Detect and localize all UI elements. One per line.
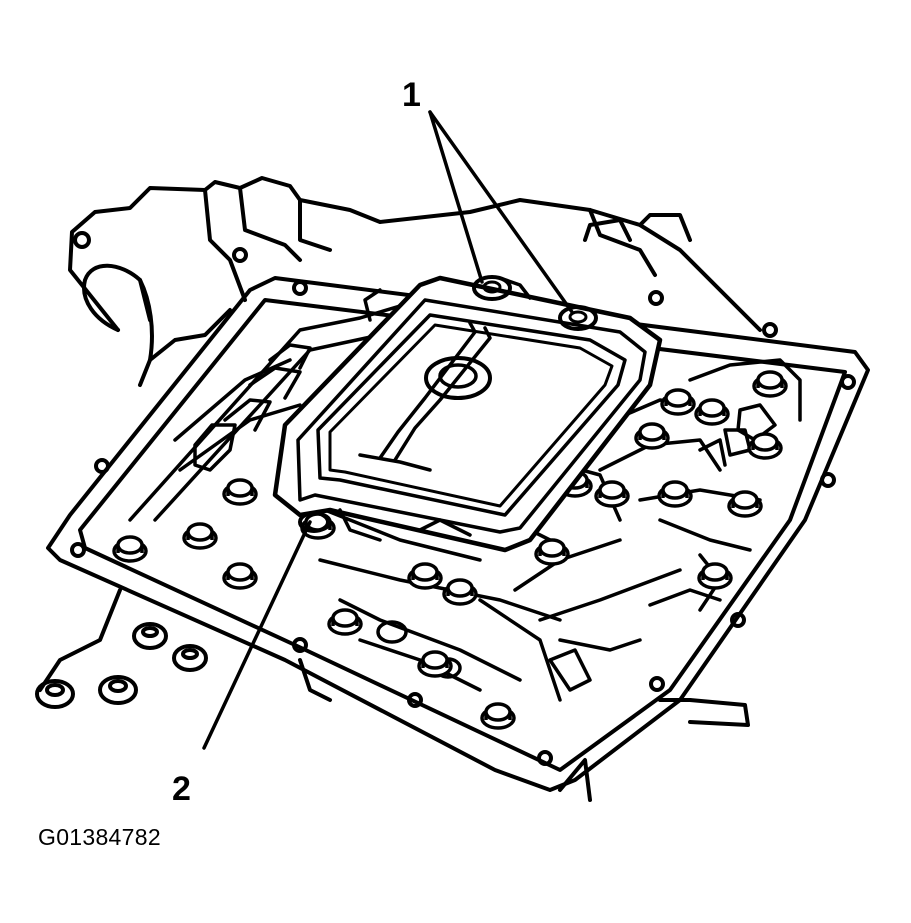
leader-line-2: [202, 520, 312, 750]
bolt: [222, 478, 258, 506]
leader-line-1b: [428, 110, 574, 314]
side-plugs: [35, 622, 208, 709]
bolt: [752, 370, 788, 398]
bolt: [697, 562, 733, 590]
oil-strainer: [272, 275, 663, 553]
bolt: [442, 578, 478, 606]
bolt: [417, 650, 453, 678]
bolt: [634, 422, 670, 450]
callout-1-label: 1: [402, 76, 421, 114]
bolt: [407, 562, 443, 590]
callout-2-label: 2: [172, 770, 191, 808]
leader-line-1a: [428, 110, 484, 284]
bolt: [480, 702, 516, 730]
transmission-case: [68, 176, 762, 387]
figure-code: G01384782: [38, 824, 161, 850]
bolt: [660, 388, 696, 416]
valve-body-bolts: [112, 370, 788, 730]
bolt: [534, 538, 570, 566]
bolt: [327, 608, 363, 636]
lower-case: [38, 588, 750, 802]
bolt: [222, 562, 258, 590]
bolt: [112, 535, 148, 563]
bolt: [727, 490, 763, 518]
bolt: [594, 480, 630, 508]
leader-lines: [202, 110, 574, 750]
bolt: [182, 522, 218, 550]
bolt: [694, 398, 730, 426]
bolt: [747, 432, 783, 460]
bolt: [657, 480, 693, 508]
